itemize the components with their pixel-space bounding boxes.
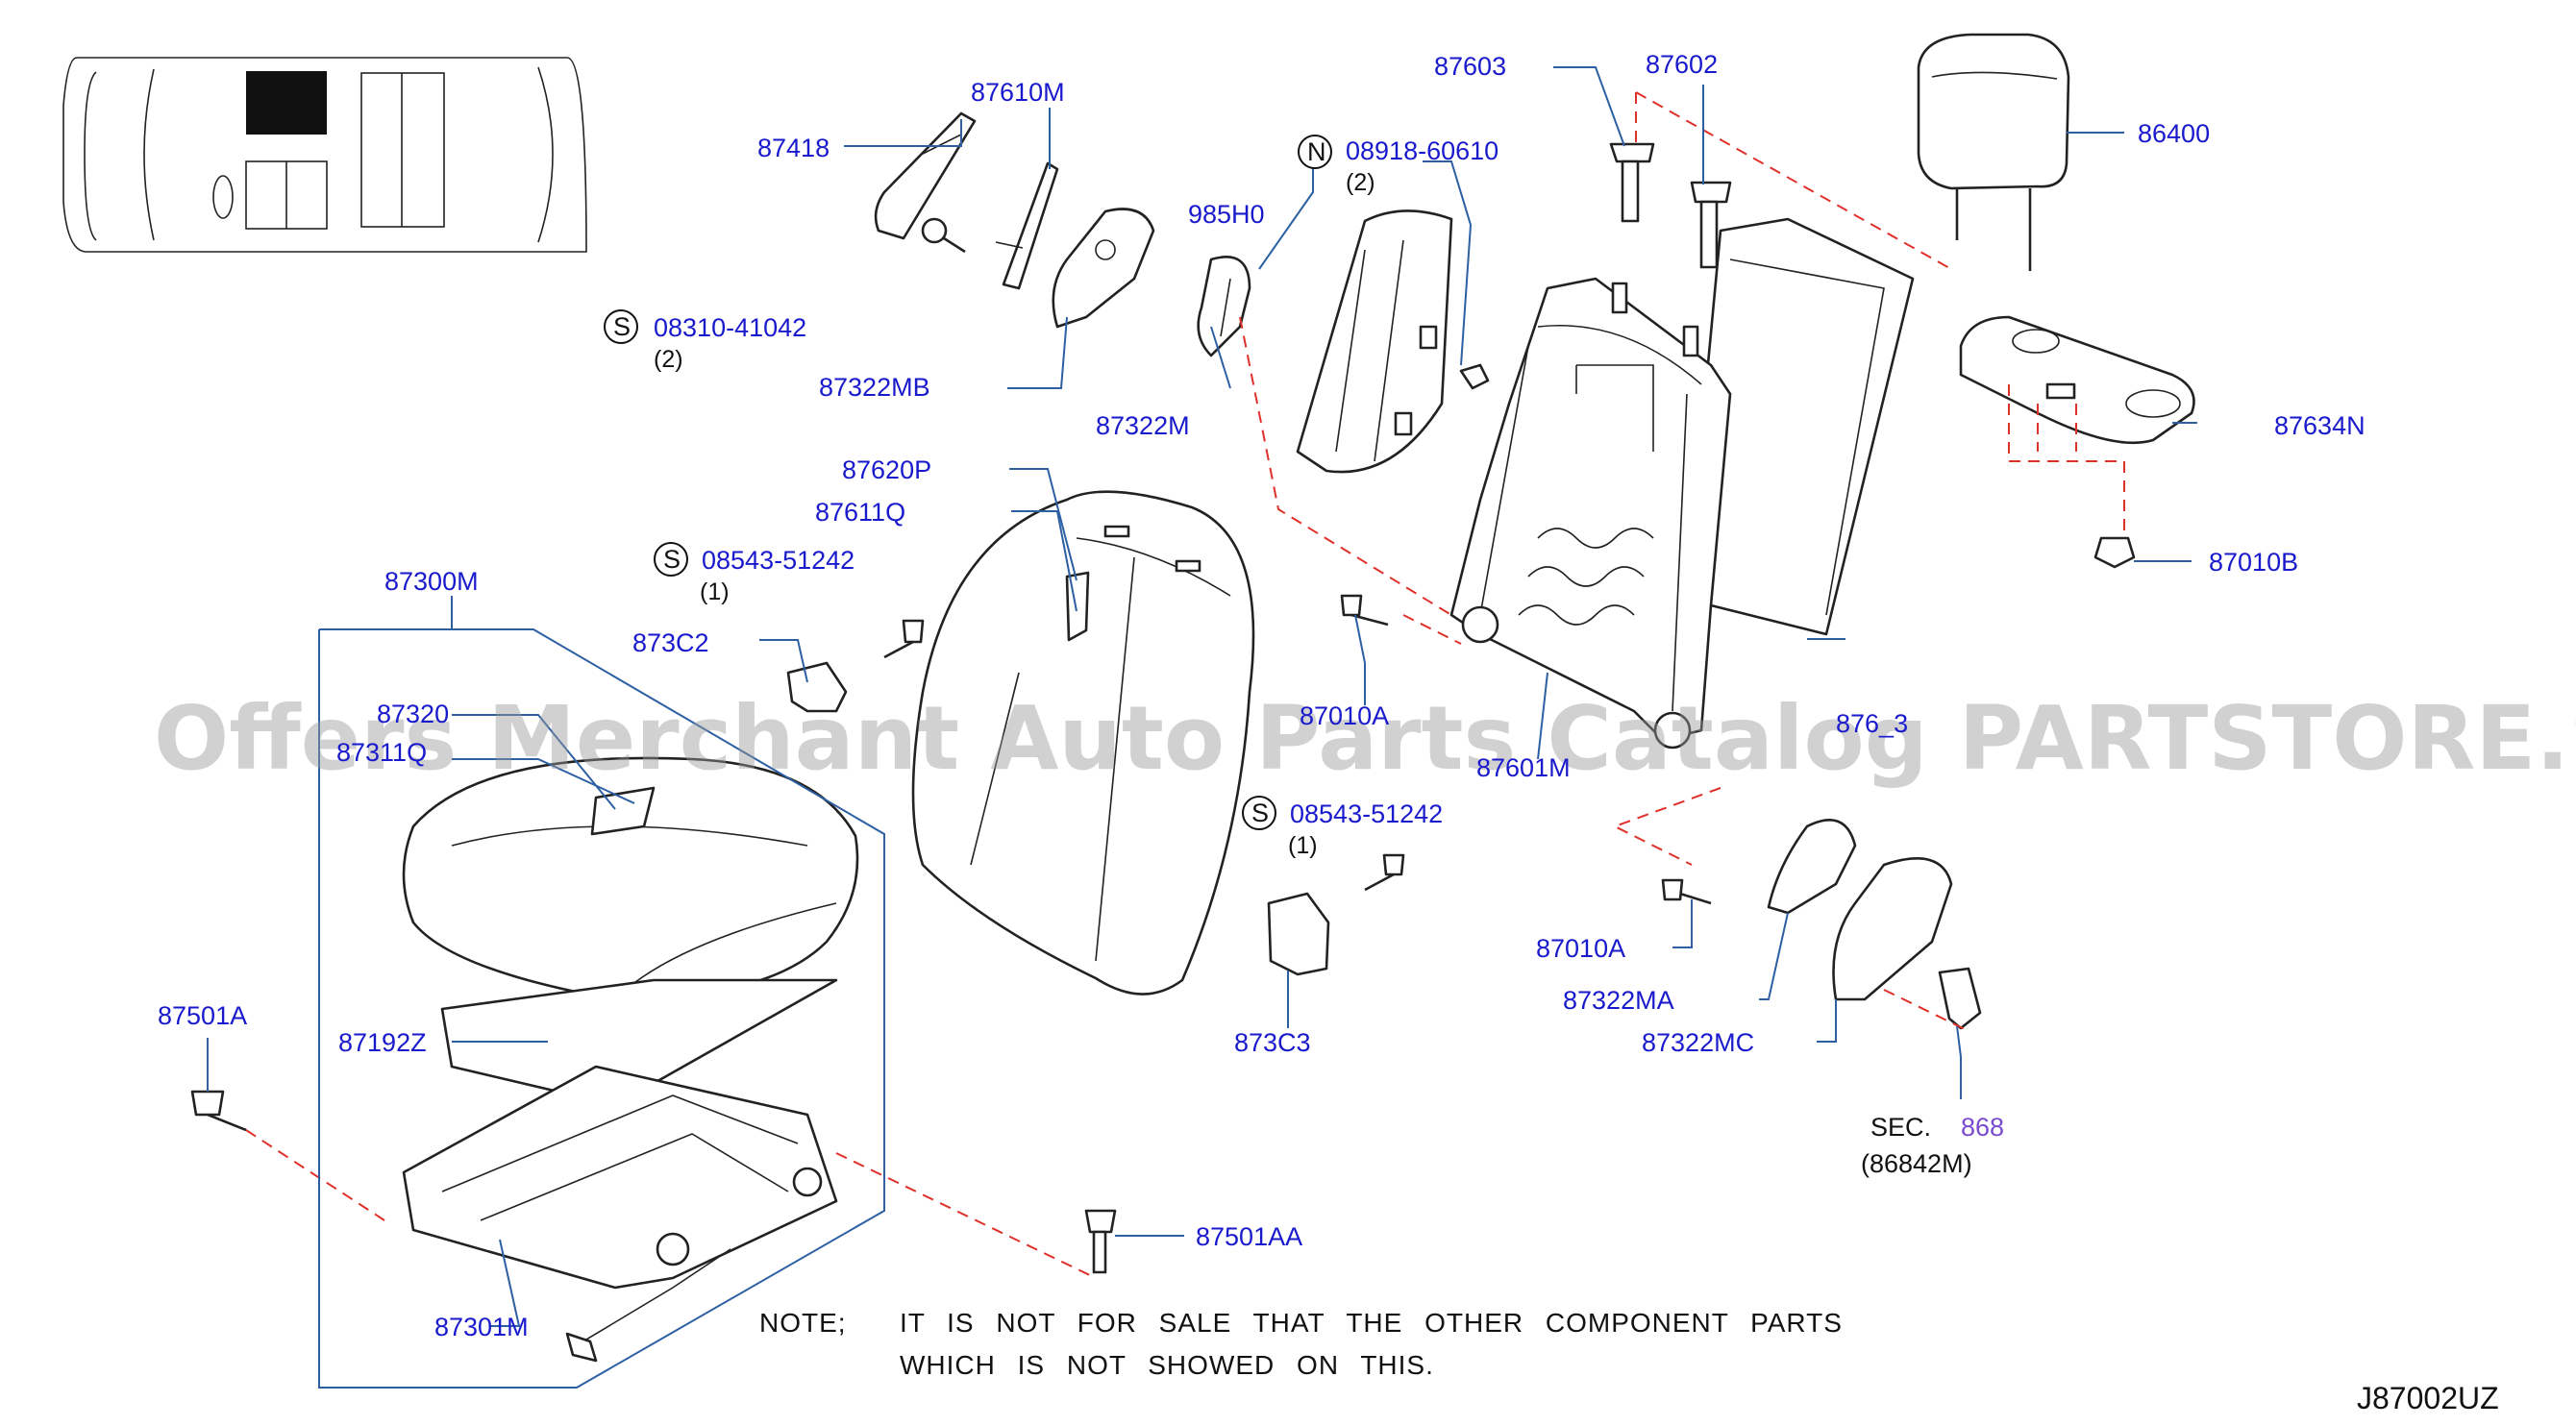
- label-87620P[interactable]: 87620P: [842, 455, 931, 484]
- bracket-87418-illustration: [874, 111, 977, 240]
- assembly-guide-lines: [245, 91, 2125, 1279]
- fastener-code-circle-s-3: [1242, 796, 1276, 830]
- label-87603[interactable]: 87603: [1434, 52, 1506, 81]
- diagram-code: J87002UZ: [2357, 1381, 2499, 1415]
- label-985H0[interactable]: 985H0: [1188, 200, 1265, 229]
- leader-lines: [207, 66, 2197, 1327]
- label-08918-60610[interactable]: 08918-60610: [1346, 136, 1499, 165]
- label-87322MA[interactable]: 87322MA: [1563, 986, 1674, 1015]
- label-87611Q[interactable]: 87611Q: [815, 498, 905, 527]
- label-87601M[interactable]: 87601M: [1476, 753, 1571, 782]
- note-line-1: IT IS NOT FOR SALE THAT THE OTHER COMPON…: [900, 1308, 1843, 1338]
- label-87501AA[interactable]: 87501AA: [1196, 1222, 1302, 1251]
- nut-87010B-illustration: [2093, 536, 2136, 569]
- label-87501A[interactable]: 87501A: [158, 1001, 247, 1030]
- label-08543-51242-a[interactable]: 08543-51242: [702, 546, 855, 575]
- bracket-873C3-illustration: [1267, 892, 1330, 976]
- label-87010A[interactable]: 87010A: [1536, 934, 1625, 963]
- bracket-87610M-illustration: [995, 161, 1059, 290]
- label-87322M[interactable]: 87322M: [1096, 411, 1190, 440]
- fastener-code-circle-n: [1298, 135, 1332, 169]
- fastener-code-circle-s-1: [604, 309, 638, 344]
- clip-87603-illustration: [1609, 142, 1655, 223]
- seatback-frame-illustration: [1449, 277, 1732, 750]
- fastener-code-n: N: [1307, 137, 1326, 166]
- label-87300M[interactable]: 87300M: [384, 567, 479, 596]
- bolt-08543a-illustration: [883, 619, 925, 659]
- fastener-code-s-1: S: [613, 312, 631, 341]
- section-link-868[interactable]: 868: [1961, 1113, 2004, 1142]
- bolt-87501A-illustration: [190, 1090, 247, 1132]
- note-line-2: WHICH IS NOT SHOWED ON THIS.: [900, 1350, 1434, 1380]
- label-87301M[interactable]: 87301M: [434, 1313, 529, 1341]
- label-87610M[interactable]: 87610M: [971, 78, 1065, 107]
- label-873C3[interactable]: 873C3: [1234, 1028, 1311, 1057]
- pad-87192Z-illustration: [440, 978, 838, 1107]
- group-boundary-87300M: [318, 628, 885, 1389]
- bolt-87501AA-illustration: [1084, 1209, 1117, 1274]
- label-86400[interactable]: 86400: [2138, 119, 2210, 148]
- pad-87611Q-illustration: [1065, 571, 1090, 642]
- clip-87602-illustration: [1690, 181, 1732, 269]
- label-87320[interactable]: 87320: [377, 700, 449, 728]
- label-87322MC[interactable]: 87322MC: [1642, 1028, 1754, 1057]
- bolt-87010A-top-illustration: [1340, 594, 1389, 627]
- label-876x3[interactable]: 876_3: [1836, 709, 1908, 738]
- fastener-code-circle-s-2: [654, 542, 688, 577]
- seat-cushion-illustration: [402, 756, 859, 1001]
- label-87322MB[interactable]: 87322MB: [819, 373, 930, 402]
- bolt-08310-illustration: [921, 217, 966, 254]
- label-87010A-top[interactable]: 87010A: [1300, 701, 1389, 730]
- seatbelt-buckle-illustration: [1938, 967, 1982, 1030]
- qty-08543-51242-a: (1): [700, 578, 730, 605]
- bracket-873C2-illustration: [786, 661, 848, 713]
- qty-08918-60610: (2): [1346, 169, 1375, 196]
- label-87634N[interactable]: 87634N: [2274, 411, 2365, 440]
- seatback-cover-illustration: [911, 490, 1255, 996]
- label-87602[interactable]: 87602: [1646, 50, 1718, 79]
- side-airbag-illustration: [1296, 209, 1453, 474]
- label-873C2[interactable]: 873C2: [632, 628, 709, 657]
- watermark-text: Offers Merchant Auto Parts Catalog PARTS…: [154, 687, 2576, 790]
- label-87010B[interactable]: 87010B: [2209, 548, 2298, 577]
- fastener-code-s-3: S: [1251, 799, 1269, 827]
- cover-87322M-illustration: [1197, 256, 1251, 357]
- label-08310-41042[interactable]: 08310-41042: [654, 313, 806, 342]
- vehicle-locator-icon: [62, 57, 587, 253]
- qty-08543-51242-b: (1): [1288, 832, 1318, 859]
- bolt-87010A-illustration: [1661, 878, 1712, 905]
- fastener-code-s-2: S: [663, 545, 681, 574]
- label-87418[interactable]: 87418: [757, 134, 830, 162]
- cover-87322MB-illustration: [1052, 208, 1155, 329]
- trim-87634N-illustration: [1959, 315, 2195, 445]
- qty-08310-41042: (2): [654, 346, 683, 373]
- section-reference: (86842M): [1861, 1149, 1972, 1178]
- bolt-08543b-illustration: [1364, 853, 1405, 892]
- headrest-illustration: [1917, 33, 2070, 271]
- label-08543-51242-b[interactable]: 08543-51242: [1290, 799, 1443, 828]
- cover-87322MA-illustration: [1767, 819, 1857, 915]
- cover-87322MC-illustration: [1832, 857, 1953, 1001]
- label-87311Q[interactable]: 87311Q: [336, 738, 427, 767]
- label-87192Z[interactable]: 87192Z: [338, 1028, 427, 1057]
- seat-frame-87301M-illustration: [402, 1065, 838, 1363]
- section-label: SEC.: [1870, 1113, 1931, 1142]
- note-heading: NOTE;: [759, 1308, 847, 1338]
